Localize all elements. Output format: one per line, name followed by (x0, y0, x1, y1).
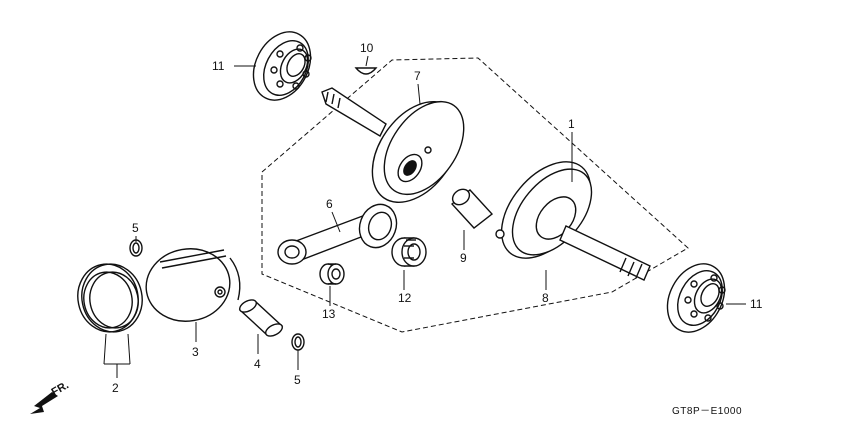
callout-8: 8 (542, 291, 549, 305)
callout-11-top: 11 (212, 59, 225, 73)
callout-13: 13 (322, 307, 336, 321)
piston-pin-clip-upper-icon (129, 239, 143, 257)
leader-lines (103, 55, 746, 378)
crankshaft-left-icon (321, 87, 465, 204)
callout-5-lower: 5 (294, 373, 301, 387)
piston-rings-icon (77, 263, 143, 333)
piston-icon (145, 248, 241, 322)
callout-3: 3 (192, 345, 199, 359)
callout-5-upper: 5 (132, 221, 139, 235)
crankshaft-right-icon (495, 161, 651, 281)
woodruff-key-icon (354, 67, 378, 75)
needle-bearing-large-icon (391, 237, 427, 267)
assembly-outline (261, 57, 689, 333)
callout-12: 12 (398, 291, 412, 305)
needle-bearing-small-icon (319, 263, 345, 285)
diagram-code: GT8P－E1000 (672, 406, 742, 417)
callout-9: 9 (460, 251, 467, 265)
connecting-rod-icon (277, 203, 398, 265)
callout-10: 10 (360, 41, 374, 55)
bearing-right-icon (666, 263, 726, 333)
callout-6: 6 (326, 197, 333, 211)
piston-pin-icon (238, 299, 284, 337)
callout-7: 7 (414, 69, 421, 83)
front-direction-label: FR. (50, 379, 71, 398)
bearing-top-icon (252, 31, 312, 101)
callout-11-right: 11 (750, 297, 763, 311)
crank-pin-icon (450, 188, 494, 229)
callout-1: 1 (568, 117, 575, 131)
callout-4: 4 (254, 357, 261, 371)
piston-pin-clip-lower-icon (291, 333, 305, 351)
front-direction-arrow-icon (30, 392, 58, 414)
callout-2: 2 (112, 381, 119, 395)
